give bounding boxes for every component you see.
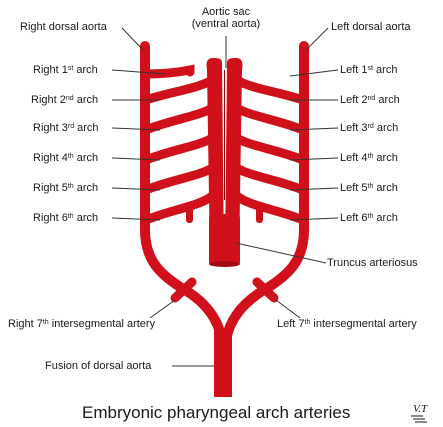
left-arch-vessels [237,80,303,220]
truncus-arteriosus-label: Truncus arteriosus [327,257,418,269]
right-arch-vessels [145,70,212,220]
right-6th-arch-label: Right 6th arch [33,212,98,224]
svg-text:V.T: V.T [413,403,428,415]
diagram-caption: Embryonic pharyngeal arch arteries [82,403,350,423]
right-4th-arch-label: Right 4th arch [33,152,98,164]
left-7th-intersegmental-label: Left 7th intersegmental artery [277,318,417,330]
right-7th-intersegmental-label: Right 7th intersegmental artery [8,318,155,330]
right-5th-arch-label: Right 5th arch [33,182,98,194]
left-6th-arch-label: Left 6th arch [340,212,398,224]
truncus-arteriosus-vessel [209,214,240,266]
fused-dorsal-aorta-vessel [214,330,232,397]
left-6th-stub [256,205,263,223]
right-3rd-arch-label: Right 3rd arch [33,122,99,134]
left-dorsal-aorta-label: Left dorsal aorta [331,21,411,33]
right-dorsal-aorta-label: Right dorsal aorta [20,21,107,33]
vt-logo: V.T [409,401,441,425]
right-1st-arch-label: Right 1st arch [33,64,98,76]
left-5th-arch-label: Left 5th arch [340,182,398,194]
right-2nd-arch-label: Right 2nd arch [31,94,98,106]
left-2nd-arch-label: Left 2nd arch [340,94,400,106]
aortic-sac-label: Aortic sac (ventral aorta) [184,6,268,30]
left-4th-arch-label: Left 4th arch [340,152,398,164]
left-3rd-arch-label: Left 3rd arch [340,122,398,134]
right-6th-stub [186,205,193,223]
fusion-dorsal-aorta-label: Fusion of dorsal aorta [45,360,151,372]
left-1st-arch-label: Left 1st arch [340,64,397,76]
